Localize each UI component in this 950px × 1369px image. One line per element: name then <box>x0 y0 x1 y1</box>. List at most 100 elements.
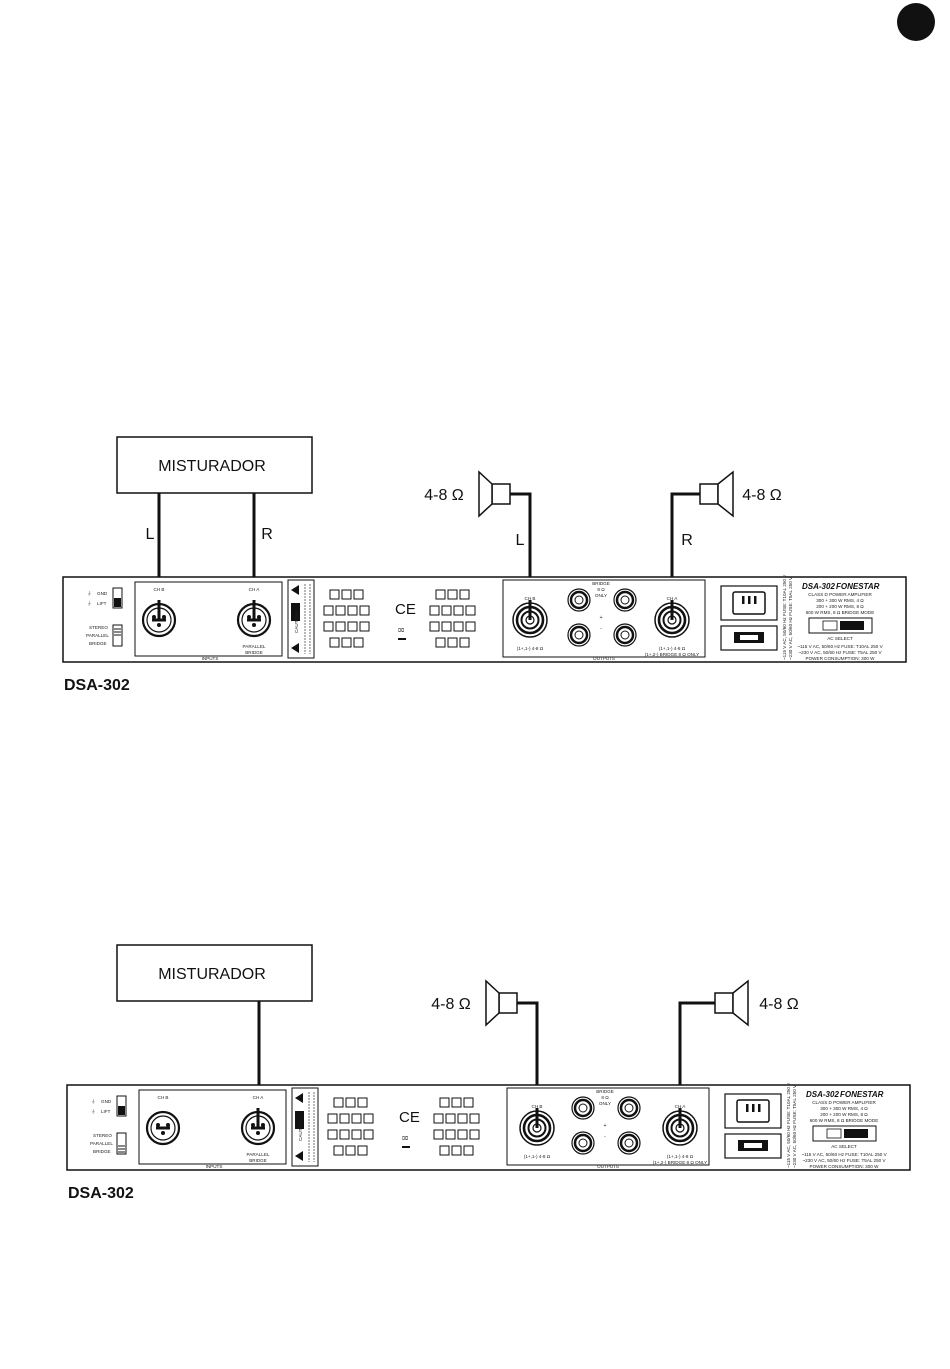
binding-post-4[interactable] <box>612 622 638 648</box>
spec-line-3: 200 + 200 W RMS, 8 Ω <box>820 1112 868 1117</box>
binding-post-3[interactable] <box>566 622 592 648</box>
plus-label: + <box>603 1123 606 1129</box>
output-b-note: (1+,1-) 4-8 Ω <box>517 646 544 651</box>
parallel-bridge-label-1: PARALLEL <box>243 644 266 649</box>
gnd-label: GND <box>97 591 108 596</box>
power-line-1: ~115 V AC, 50/60 Hz FUSE: T10AL 250 V <box>801 1152 887 1157</box>
stereo-label: STEREO <box>93 1133 112 1138</box>
outputs-label: OUTPUTS <box>593 656 615 661</box>
lift-symbol-icon: ⏚ <box>87 600 92 606</box>
stereo-label: STEREO <box>89 625 108 630</box>
panel-model: DSA-302 <box>802 582 835 591</box>
speaker-right-icon <box>714 979 749 1027</box>
panel-model: DSA-302 <box>806 1090 839 1099</box>
outputs-block <box>506 1087 710 1166</box>
input-ch-a-label: CH A <box>249 587 261 592</box>
output-a-note-1: (1+,1-) 4-8 Ω <box>659 646 686 651</box>
speaker-right-icon <box>699 470 734 518</box>
speaker-right-label: 4-8 Ω <box>742 487 782 504</box>
gnd-symbol-icon: ⏚ <box>91 1098 96 1104</box>
spec-line-3: 200 + 200 W RMS, 8 Ω <box>816 604 864 609</box>
mixer-label: MISTURADOR <box>158 458 266 475</box>
gnd-label: GND <box>101 1099 112 1104</box>
output-ch-a-label: CH A <box>675 1104 687 1109</box>
inputs-label: INPUTS <box>206 1164 223 1169</box>
output-a-note-1: (1+,1-) 4-8 Ω <box>667 1154 694 1159</box>
power-line-1: ~115 V AC, 50/60 Hz FUSE: T10AL 250 V <box>797 644 883 649</box>
spec-line-4: 600 W RMS, 8 Ω BRIDGE MODE <box>810 1118 879 1123</box>
gnd-symbol-icon: ⏚ <box>87 590 92 596</box>
speaker-left-label: 4-8 Ω <box>424 487 464 504</box>
speaker-left-label: 4-8 Ω <box>431 996 471 1013</box>
spec-line-2: 300 + 300 W RMS, 4 Ω <box>820 1106 868 1111</box>
bridge-label: BRIDGE <box>93 1149 111 1154</box>
inputs-label: INPUTS <box>202 656 219 661</box>
power-line-1-rotated: ~115 V AC, 50/60 Hz FUSE: T10AL 250 V <box>786 1082 791 1168</box>
minus-label: - <box>600 626 602 632</box>
input-ch-b-label: CH B <box>158 1095 169 1100</box>
binding-post-3[interactable] <box>570 1130 596 1156</box>
caution-label: CAUTION <box>294 612 299 633</box>
input-ch-a-label: CH A <box>253 1095 265 1100</box>
power-line-2: ~230 V AC, 50/60 Hz FUSE: T5AL 250 V <box>802 1158 886 1163</box>
speaker-wire-label-right: R <box>681 532 693 549</box>
ac-select-label: AC SELECT <box>827 636 853 641</box>
binding-post-1[interactable] <box>566 587 592 613</box>
power-line-3: POWER CONSUMPTION: 300 W <box>810 1164 880 1169</box>
ac-select-label: AC SELECT <box>831 1144 857 1149</box>
binding-post-2[interactable] <box>612 587 638 613</box>
spec-line-2: 300 + 300 W RMS, 4 Ω <box>816 598 864 603</box>
binding-post-2[interactable] <box>616 1095 642 1121</box>
weee-bin-icon: ⌧ <box>398 628 404 634</box>
binding-post-4[interactable] <box>616 1130 642 1156</box>
mixer-box <box>116 944 313 1002</box>
mixer-wire-label-right: R <box>261 526 273 543</box>
output-ch-a-label: CH A <box>667 596 679 601</box>
ce-mark: CE <box>395 601 416 618</box>
binding-post-1[interactable] <box>570 1095 596 1121</box>
bridge-only-line-1: BRIDGE <box>592 581 610 586</box>
spec-line-4: 600 W RMS, 8 Ω BRIDGE MODE <box>806 610 875 615</box>
output-ch-b-label: CH B <box>532 1104 543 1109</box>
bridge-label: BRIDGE <box>89 641 107 646</box>
panel-brand: FONESTAR <box>836 582 880 591</box>
mixer-box <box>116 436 313 494</box>
caution-label: CAUTION <box>298 1120 303 1141</box>
speaker-left-icon <box>478 470 511 518</box>
spec-line-1: CLASS D POWER AMPLIFIER <box>812 1100 876 1105</box>
minus-label: - <box>604 1134 606 1140</box>
input-ch-b-connector[interactable] <box>145 1110 181 1146</box>
mode-switch[interactable] <box>116 1132 127 1155</box>
outputs-block <box>502 579 706 658</box>
power-line-2-rotated: ~230 V AC, 50/60 Hz FUSE: T5AL 250 V <box>792 1084 797 1168</box>
bridge-only-line-3: ONLY <box>595 593 607 598</box>
power-line-3: POWER CONSUMPTION: 300 W <box>806 656 876 661</box>
bridge-only-line-1: BRIDGE <box>596 1089 614 1094</box>
spec-line-1: CLASS D POWER AMPLIFIER <box>808 592 872 597</box>
speaker-left-icon <box>485 979 518 1027</box>
weee-bin-icon: ⌧ <box>402 1136 408 1142</box>
output-a-note-2: (1+,2-) BRIDGE 8 Ω ONLY <box>645 652 700 657</box>
diagram-bridge: MISTURADOR 4-8 Ω 4-8 Ω ⏚ GND ⏚ LIFT STER… <box>66 944 911 1202</box>
amplifier-rear-panel: ⏚ GND ⏚ LIFT STEREO PARALLEL BRIDGE CH B… <box>62 574 907 663</box>
output-a-note-2: (1+,2-) BRIDGE 8 Ω ONLY <box>653 1160 708 1165</box>
parallel-label: PARALLEL <box>90 1141 113 1146</box>
lift-label: LIFT <box>97 601 107 606</box>
corner-marker <box>897 3 935 41</box>
panel-brand: FONESTAR <box>840 1090 884 1099</box>
output-ch-b-label: CH B <box>525 596 536 601</box>
amplifier-rear-panel: ⏚ GND ⏚ LIFT STEREO PARALLEL BRIDGE CH B… <box>66 1082 911 1171</box>
speaker-wire-label-left: L <box>516 532 525 549</box>
outputs-label: OUTPUTS <box>597 1164 619 1169</box>
output-b-note: (1+,1-) 4-8 Ω <box>524 1154 551 1159</box>
speaker-right-label: 4-8 Ω <box>759 996 799 1013</box>
model-label: DSA-302 <box>64 677 130 694</box>
bridge-only-line-3: ONLY <box>599 1101 611 1106</box>
ce-mark: CE <box>399 1109 420 1126</box>
power-line-1-rotated: ~115 V AC, 50/60 Hz FUSE: T10AL 250 V <box>782 574 787 660</box>
plus-label: + <box>599 615 602 621</box>
parallel-bridge-label-2: BRIDGE <box>245 650 263 655</box>
parallel-label: PARALLEL <box>86 633 109 638</box>
bridge-only-line-2: 8 Ω <box>601 1095 609 1100</box>
